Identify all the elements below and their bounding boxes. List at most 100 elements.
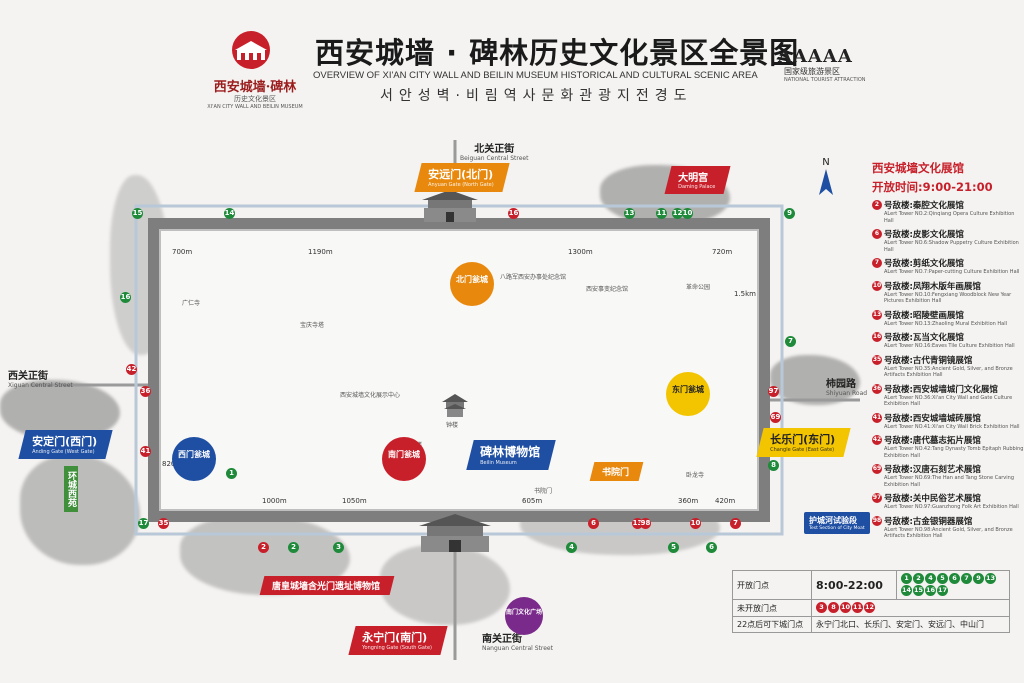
north-gate-en: Anyuan Gate (North Gate)	[428, 182, 494, 188]
tower-number-badge[interactable]: 98	[640, 518, 651, 529]
spot-label[interactable]: 广仁寺	[182, 300, 201, 307]
shuyuan-label[interactable]: 书院门	[589, 462, 644, 481]
gate-number-badge[interactable]: 1	[226, 468, 237, 479]
tower-number-badge[interactable]: 35	[158, 518, 169, 529]
west-gate-label[interactable]: 安定门(西门)Anding Gate (West Gate)	[18, 430, 113, 459]
beilin-en: Beilin Museum	[480, 460, 517, 466]
panel-hours: 开放时间:9:00-21:00	[872, 180, 993, 194]
gate-number-badge[interactable]: 5	[668, 542, 679, 553]
hall-number-badge: 98	[872, 515, 882, 526]
spot-label[interactable]: 西安事变纪念馆	[586, 286, 629, 293]
tower-number-badge[interactable]: 97	[768, 386, 779, 397]
logo-emblem	[232, 31, 270, 69]
spot-label[interactable]: 卧龙寺	[686, 472, 705, 479]
gate-number-badge[interactable]: 11	[656, 208, 667, 219]
north-gate-tower-icon[interactable]	[420, 188, 480, 222]
south-gate-label[interactable]: 永宁门(南门)Yongning Gate (South Gate)	[348, 626, 448, 655]
hall-title: 号敌楼:凤翔木版年画展馆	[884, 281, 981, 292]
daming-en: Daming Palace	[678, 184, 716, 190]
hall-title-en: ALert Tower NO.2:Qinqiang Opera Culture …	[884, 211, 1015, 224]
tower-number-badge[interactable]: 42	[126, 364, 137, 375]
rating-zh: 国家级旅游景区	[784, 67, 840, 76]
south-gate-tower-icon[interactable]	[415, 512, 495, 552]
spot-label[interactable]: 八路军西安办事处纪念馆	[500, 274, 567, 281]
spot-label[interactable]: 革命公园	[686, 284, 711, 291]
hall-title: 号敌楼:唐代墓志拓片展馆	[884, 436, 981, 446]
compass-icon: N	[819, 157, 833, 195]
tower-number-badge[interactable]: 36	[140, 386, 151, 397]
spot-label[interactable]: 书院门	[534, 488, 553, 495]
gate-number-badge[interactable]: 9	[784, 208, 795, 219]
beilin-zh: 碑林博物馆	[480, 445, 541, 459]
gate-number-badge[interactable]: 15	[132, 208, 143, 219]
tower-number-badge[interactable]: 16	[508, 208, 519, 219]
west-barbican-badge[interactable]: 西门瓮城	[172, 437, 216, 481]
north-gate-label[interactable]: 安远门(北门)Anyuan Gate (North Gate)	[414, 163, 510, 192]
tower-number-badge[interactable]: 7	[730, 518, 741, 529]
tower-number-badge[interactable]: 13	[632, 518, 643, 529]
closed-gate-badge: 11	[852, 602, 863, 613]
hall-title-en: ALert Tower NO.16:Eaves Tile Culture Exh…	[884, 343, 1015, 349]
tower-number-badge[interactable]: 2	[258, 542, 269, 553]
tower-number-badge[interactable]: 41	[140, 446, 151, 457]
gate-number-badge[interactable]: 12	[672, 208, 683, 219]
tower-number-badge[interactable]: 69	[770, 412, 781, 423]
ink-decoration	[770, 355, 860, 405]
gate-number-badge[interactable]: 4	[566, 542, 577, 553]
gate-number-badge[interactable]: 17	[138, 518, 149, 529]
hall-title: 号敌楼:秦腔文化展馆	[884, 201, 964, 211]
page-title: 西安城墙 · 碑林历史文化景区全景图	[315, 36, 800, 70]
spot-label[interactable]: 西安城墙文化展示中心	[340, 392, 401, 399]
moat-test-section-label[interactable]: 护城河试验段 Test Section of City Moat	[804, 512, 870, 534]
spot-label[interactable]: 钟楼	[446, 422, 459, 429]
south-culture-square-badge[interactable]: 南门文化广场	[505, 597, 543, 635]
gate-number-badge[interactable]: 14	[224, 208, 235, 219]
huanchengxi-label[interactable]: 环城西苑	[64, 466, 78, 512]
east-gate-zh: 长乐门(东门)	[770, 433, 836, 446]
gate-number-badge[interactable]: 16	[120, 292, 131, 303]
east-barbican-badge[interactable]: 东门瓮城	[666, 372, 710, 416]
south-barbican-badge[interactable]: 南门瓮城	[382, 437, 426, 481]
hall-title: 号敌楼:皮影文化展馆	[884, 230, 964, 240]
distance-label: 1.5km	[734, 290, 757, 298]
south-gate-en: Yongning Gate (South Gate)	[362, 645, 432, 651]
open-gate-badge: 15	[913, 585, 924, 596]
east-gate-label[interactable]: 长乐门(东门)Changle Gate (East Gate)	[756, 428, 851, 457]
tower-number-badge[interactable]: 6	[588, 518, 599, 529]
gate-number-badge[interactable]: 7	[785, 336, 796, 347]
gate-number-badge[interactable]: 10	[682, 208, 693, 219]
hall-title-en: ALert Tower NO.13:Zhaoling Mural Exhibit…	[884, 320, 1008, 327]
hanguang-gate-museum-label[interactable]: 唐皇城墙含光门遗址博物馆	[259, 576, 395, 595]
bell-tower-icon[interactable]	[440, 392, 470, 418]
tower-number-badge[interactable]: 10	[690, 518, 701, 529]
gate-number-badge[interactable]: 6	[706, 542, 717, 553]
north-barbican-badge[interactable]: 北门瓮城	[450, 262, 494, 306]
spot-label[interactable]: 宝庆寺塔	[300, 322, 325, 329]
gate-number-badge[interactable]: 2	[288, 542, 299, 553]
gate-number-badge[interactable]: 13	[624, 208, 635, 219]
open-gate-badge: 4	[925, 573, 936, 584]
gate-number-badge[interactable]: 8	[768, 460, 779, 471]
open-gate-badge: 13	[985, 573, 996, 584]
gate-number-badge[interactable]: 3	[333, 542, 344, 553]
